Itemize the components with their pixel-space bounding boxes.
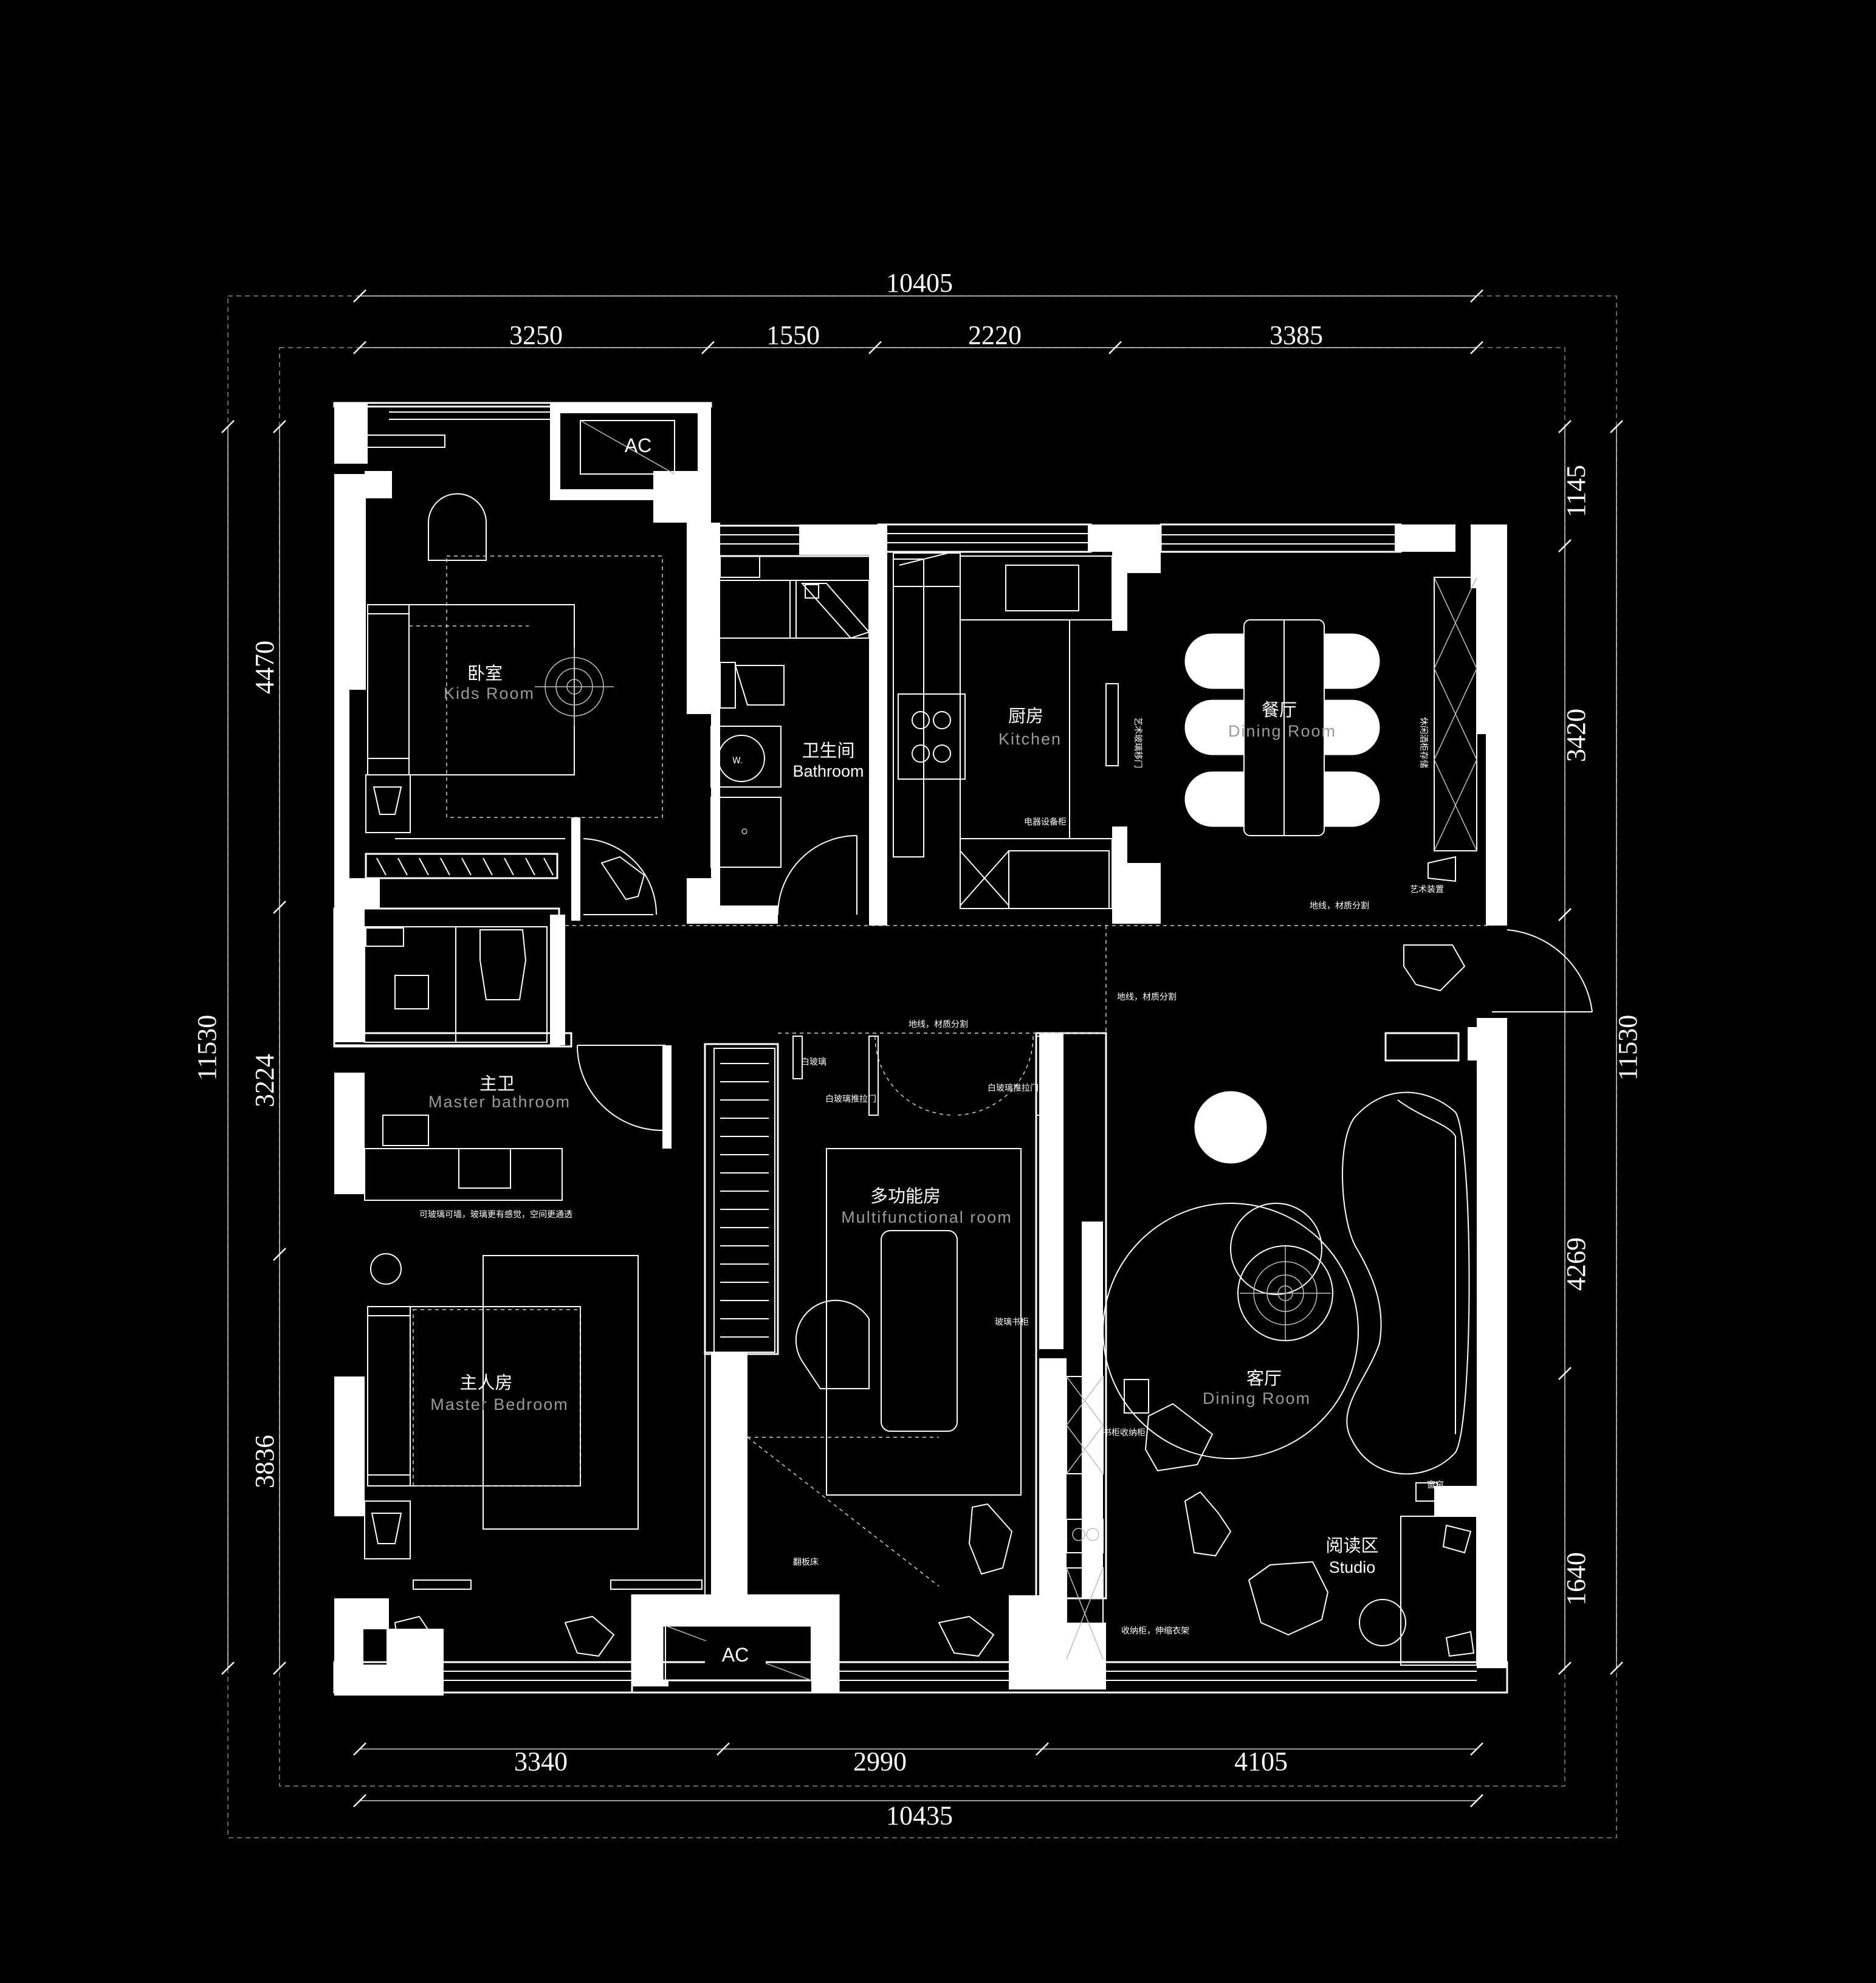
washer-label: W. (732, 756, 743, 766)
folding-bed-note: 翻板床 (793, 1558, 819, 1567)
bottom-dim-3: 4105 (1234, 1747, 1288, 1776)
living-room-subtitle: Dining Room (1203, 1389, 1311, 1407)
top-total-dim: 10405 (886, 268, 953, 298)
floor-split-note-c: 地线，材质分割 (909, 1019, 968, 1029)
bathroom-title: 卫生间 (802, 740, 854, 761)
multi-room-subtitle: Multifunctional room (841, 1208, 1012, 1226)
master-bedroom-furniture (364, 1255, 715, 1596)
wine-cabinet-note: 休闲酒柜存储 (1418, 717, 1428, 768)
entry-door (1403, 929, 1593, 1012)
studio-subtitle: Studio (1329, 1558, 1376, 1576)
curtain-note: 窗帘 (1427, 1480, 1444, 1490)
storage-shoe-note: 收纳柜，伸缩衣架 (1121, 1626, 1189, 1636)
living-storage (1066, 1376, 1104, 1660)
bottom-dim-1: 3340 (514, 1747, 568, 1776)
ac-unit-bottom: AC (665, 1625, 812, 1681)
art-decor-note: 艺术装置 (1410, 885, 1444, 895)
left-dim-1: 4470 (250, 641, 280, 694)
kids-room-door (583, 838, 658, 915)
walls (333, 402, 1508, 1696)
master-bath-title: 主卫 (479, 1073, 515, 1094)
top-dim-1: 3250 (509, 320, 563, 350)
left-total-dim: 11530 (192, 1015, 222, 1081)
top-dim-2: 1550 (766, 320, 820, 350)
kids-room-title: 卧室 (467, 663, 503, 684)
dining-title: 餐厅 (1262, 699, 1297, 720)
glass-door-note-b: 白玻璃推拉门 (825, 1094, 876, 1104)
multi-room-furniture (713, 1036, 1046, 1587)
right-total-dim: 11530 (1613, 1015, 1643, 1081)
bottom-total-dim: 10435 (886, 1801, 953, 1830)
right-dim-2: 3420 (1561, 709, 1591, 762)
studio-title: 阅读区 (1325, 1535, 1378, 1556)
bathroom-fixtures: W. (710, 555, 870, 915)
hall-lines (565, 925, 1492, 1036)
left-dim-2: 3224 (250, 1054, 280, 1107)
glass-door-note-c: 白玻璃推拉门 (988, 1083, 1039, 1093)
ac-label-bottom: AC (722, 1644, 749, 1666)
master-bath-fixtures (364, 926, 665, 1285)
floor-split-note-b: 地线，材质分割 (1117, 992, 1177, 1002)
master-bath-subtitle: Master bathroom (428, 1093, 571, 1111)
right-dimensions: 1145 3420 4269 1640 11530 (1558, 420, 1643, 1675)
bottom-dim-2: 2990 (853, 1747, 907, 1776)
kids-room-subtitle: Kids Room (444, 684, 535, 703)
bottom-plants (394, 1615, 995, 1657)
ac-unit-top: AC (580, 420, 675, 475)
top-dim-4: 3385 (1270, 320, 1323, 350)
kitchen-glass-door-note: 艺术玻璃移门 (1133, 717, 1143, 768)
kitchen-subtitle: Kitchen (998, 730, 1062, 748)
master-bed-subtitle: Master Bedroom (430, 1395, 569, 1414)
glass-door-note-a: 白玻璃 (801, 1057, 826, 1067)
glass-bookshelf-note: 玻璃书柜 (995, 1317, 1029, 1327)
ac-label-top: AC (625, 435, 651, 456)
multi-room-title: 多功能房 (870, 1186, 941, 1206)
windows (343, 411, 1493, 1681)
floor-split-note-a: 地线，材质分割 (1310, 901, 1369, 911)
appliance-cabinet-note: 电器设备柜 (1024, 817, 1067, 827)
dining-furniture (1184, 577, 1477, 882)
bookshelf-note: 书柜收纳柜 (1103, 1428, 1146, 1438)
bathroom-subtitle: Bathroom (792, 762, 864, 780)
top-dim-3: 2220 (968, 320, 1022, 350)
studio-furniture (1248, 1516, 1477, 1666)
left-dimensions: 11530 4470 3224 3836 (192, 420, 286, 1675)
notes: 地线，材质分割 地线，材质分割 地线，材质分割 白玻璃 白玻璃推拉门 白玻璃推拉… (793, 717, 1444, 1636)
living-room-title: 客厅 (1246, 1368, 1282, 1389)
top-dimensions: 10405 3250 1550 2220 3385 (353, 268, 1483, 354)
kitchen-title: 厨房 (1008, 706, 1043, 726)
kitchen-fixtures (893, 552, 1119, 909)
left-dim-3: 3836 (250, 1435, 280, 1488)
right-dim-3: 4269 (1561, 1237, 1591, 1291)
master-bed-title: 主人房 (459, 1372, 512, 1393)
living-room-furniture (1102, 1091, 1470, 1557)
kids-room-furniture (365, 435, 663, 839)
glass-note: 可玻璃可墙，玻璃更有感觉，空间更通透 (419, 1209, 572, 1220)
bottom-dimensions: 3340 2990 4105 10435 (353, 1742, 1483, 1830)
right-dim-1: 1145 (1561, 465, 1591, 517)
dining-subtitle: Dining Room (1228, 722, 1336, 740)
right-dim-4: 1640 (1561, 1552, 1591, 1606)
